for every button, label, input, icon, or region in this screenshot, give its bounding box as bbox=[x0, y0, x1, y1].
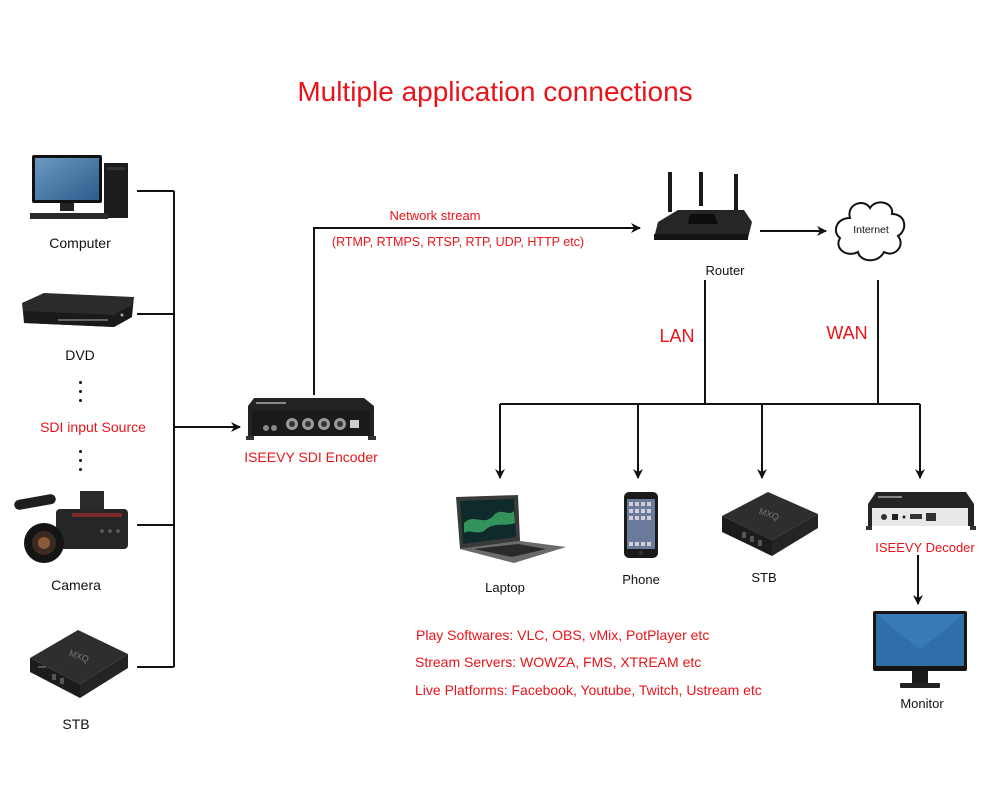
laptop-icon bbox=[454, 493, 568, 565]
router-icon bbox=[648, 172, 754, 250]
smartphone-icon bbox=[623, 491, 659, 559]
internet-label: Internet bbox=[853, 224, 889, 236]
note-stream-servers: Stream Servers: WOWZA, FMS, XTREAM etc bbox=[415, 654, 702, 670]
desktop-computer-icon bbox=[30, 153, 130, 223]
sdi-input-source-label: SDI input Source bbox=[40, 419, 146, 435]
source-label-camera: Camera bbox=[51, 577, 101, 593]
dvd-player-icon bbox=[18, 293, 136, 335]
set-top-box-icon: MXQ bbox=[28, 628, 130, 700]
set-top-box-icon: MXQ bbox=[720, 490, 820, 558]
network-protocols-label: (RTMP, RTMPS, RTSP, RTP, UDP, HTTP etc) bbox=[331, 235, 585, 249]
network-stream-label: Network stream bbox=[389, 208, 481, 223]
cloud-icon bbox=[832, 196, 910, 266]
diagram-title: Multiple application connections bbox=[297, 76, 693, 107]
note-play-softwares: Play Softwares: VLC, OBS, vMix, PotPlaye… bbox=[416, 627, 710, 643]
source-label-stb: STB bbox=[62, 716, 90, 732]
monitor-label: Monitor bbox=[900, 696, 944, 711]
encoder-to-router-arrow bbox=[313, 223, 641, 395]
sdi-encoder-icon bbox=[246, 396, 376, 444]
more-sources-dots-bottom bbox=[79, 450, 83, 477]
note-live-platforms: Live Platforms: Facebook, Youtube, Twitc… bbox=[415, 682, 762, 698]
source-label-dvd: DVD bbox=[65, 347, 95, 363]
source-label-computer: Computer bbox=[49, 235, 111, 251]
router-label: Router bbox=[705, 263, 745, 278]
decoder-icon bbox=[866, 490, 976, 534]
endpoint-label-stb: STB bbox=[751, 570, 777, 585]
more-sources-dots-top bbox=[79, 381, 83, 408]
lan-label: LAN bbox=[659, 326, 695, 346]
wan-label: WAN bbox=[826, 323, 868, 343]
decoder-label: ISEEVY Decoder bbox=[875, 540, 975, 555]
endpoint-label-laptop: Laptop bbox=[485, 580, 525, 595]
endpoint-label-phone: Phone bbox=[622, 572, 660, 587]
video-camera-icon bbox=[12, 487, 132, 567]
monitor-icon bbox=[872, 610, 968, 690]
encoder-label: ISEEVY SDI Encoder bbox=[244, 449, 378, 465]
